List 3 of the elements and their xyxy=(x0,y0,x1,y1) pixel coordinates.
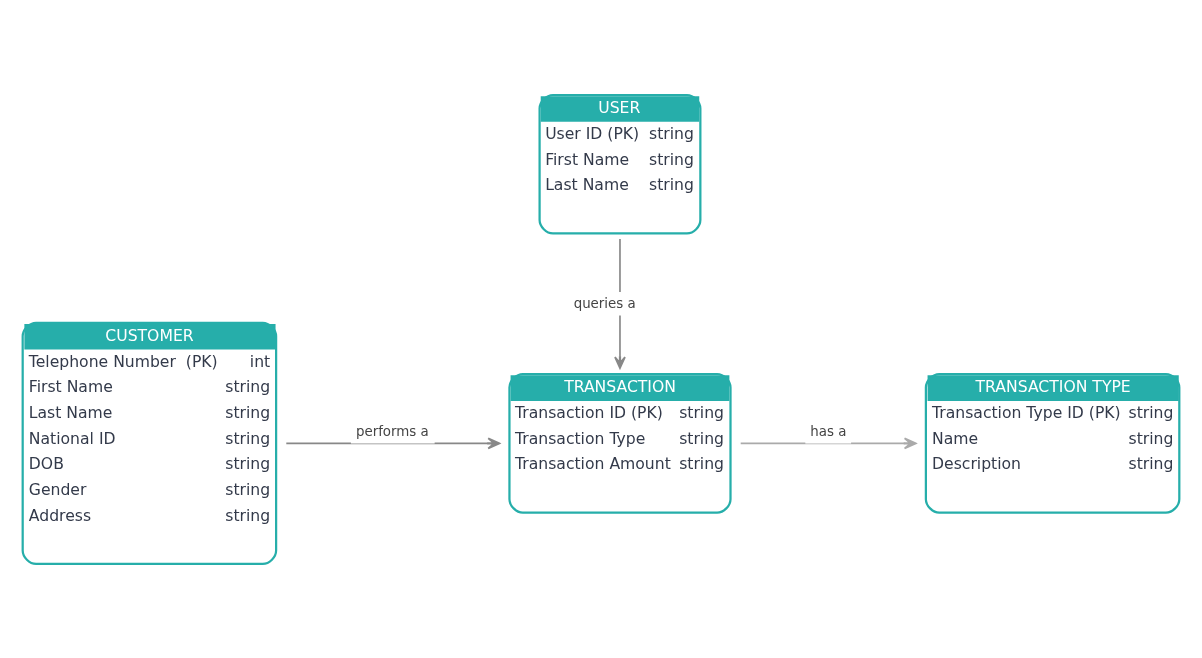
edge-label: has a xyxy=(810,423,847,439)
edge-label: performs a xyxy=(355,423,429,439)
edge-label: queries a xyxy=(573,295,636,311)
